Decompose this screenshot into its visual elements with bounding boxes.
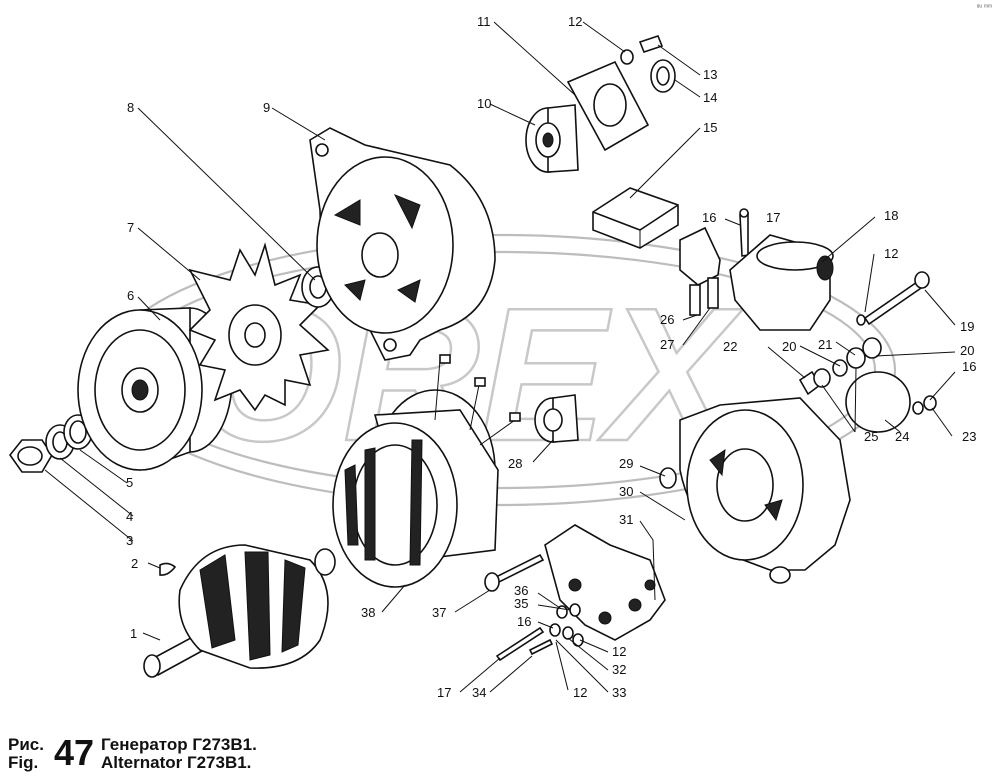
label-18: 18 [884,208,898,223]
bearing-and-cap [525,35,676,173]
label-7: 7 [127,220,134,235]
label-24: 24 [895,429,909,444]
pulley [77,307,233,472]
fan [188,242,330,412]
label-20: 20 [782,339,796,354]
rectifier-fasteners [495,603,584,662]
label-38: 38 [361,605,375,620]
label-15: 15 [703,120,717,135]
caption-ris: Рис. [8,735,44,754]
label-17: 17 [766,210,780,225]
label-2: 2 [131,556,138,571]
figure-number: 47 [54,732,95,773]
corner-mark: ᵅᵘ ᵐᵐ [976,4,992,11]
label-28: 28 [508,456,522,471]
label-5: 5 [126,475,133,490]
label-26: 26 [660,312,674,327]
label-32: 32 [612,662,626,677]
label-35: 35 [514,596,528,611]
leader-lines [44,21,956,693]
caption-title-ru: Генератор Г273В1. [101,735,257,754]
label-12: 12 [884,246,898,261]
caption-title-en: Alternator Г273В1. [101,753,252,772]
nut-and-washers [8,414,93,473]
label-33: 33 [612,685,626,700]
through-bolt [856,271,930,326]
brush-holder [679,208,834,331]
label-12: 12 [568,14,582,29]
label-8: 8 [127,100,134,115]
stator [332,354,545,592]
label-27: 27 [660,337,674,352]
label-16: 16 [517,614,531,629]
label-21: 21 [818,337,832,352]
label-14: 14 [703,90,717,105]
label-17: 17 [437,685,451,700]
front-cover [309,127,496,361]
label-36: 36 [514,583,528,598]
label-16: 16 [962,359,976,374]
label-12: 12 [573,685,587,700]
voltage-regulator [592,187,679,249]
label-3: 3 [126,533,133,548]
label-4: 4 [126,509,133,524]
label-1: 1 [130,626,137,641]
label-19: 19 [960,319,974,334]
label-22: 22 [723,339,737,354]
rear-bearing [534,394,677,489]
terminal-hardware [798,337,937,433]
caption-titles: Генератор Г273В1. Alternator Г273В1. [101,736,257,772]
label-31: 31 [619,512,633,527]
label-10: 10 [477,96,491,111]
label-34: 34 [472,685,486,700]
label-6: 6 [127,288,134,303]
label-37: 37 [432,605,446,620]
rectifier-block [544,524,666,641]
part-number-labels: 1 2 3 4 5 6 7 8 9 10 11 12 13 14 15 16 1… [126,14,976,700]
label-16: 16 [702,210,716,225]
caption-fig: Fig. [8,753,39,772]
label-25: 25 [864,429,878,444]
label-9: 9 [263,100,270,115]
label-11: 11 [477,14,491,29]
label-29: 29 [619,456,633,471]
label-12: 12 [612,644,626,659]
label-20: 20 [960,343,974,358]
label-13: 13 [703,67,717,82]
rear-cover [679,397,851,584]
label-23: 23 [962,429,976,444]
caption-prefix: Рис. Fig. [8,736,44,772]
rotor [143,544,336,678]
label-30: 30 [619,484,633,499]
figure-caption: Рис. Fig. 47 Генератор Г273В1. Alternato… [8,733,408,775]
